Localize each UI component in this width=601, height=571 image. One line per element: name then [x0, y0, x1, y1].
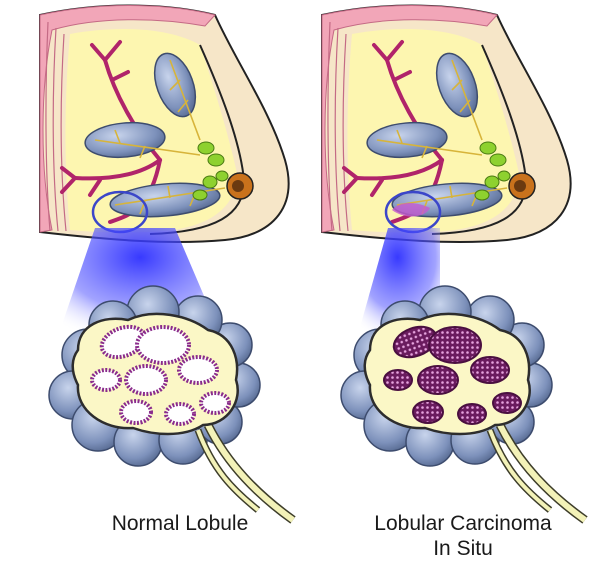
caption-lcis-line2: In Situ [325, 536, 601, 561]
caption-normal-lobule: Normal Lobule [40, 511, 320, 536]
caption-lcis: Lobular Carcinoma In Situ [325, 511, 601, 561]
breast-illustration-normal [40, 6, 289, 242]
caption-lcis-line1: Lobular Carcinoma [325, 511, 601, 536]
breast-illustration-lcis [322, 6, 571, 242]
